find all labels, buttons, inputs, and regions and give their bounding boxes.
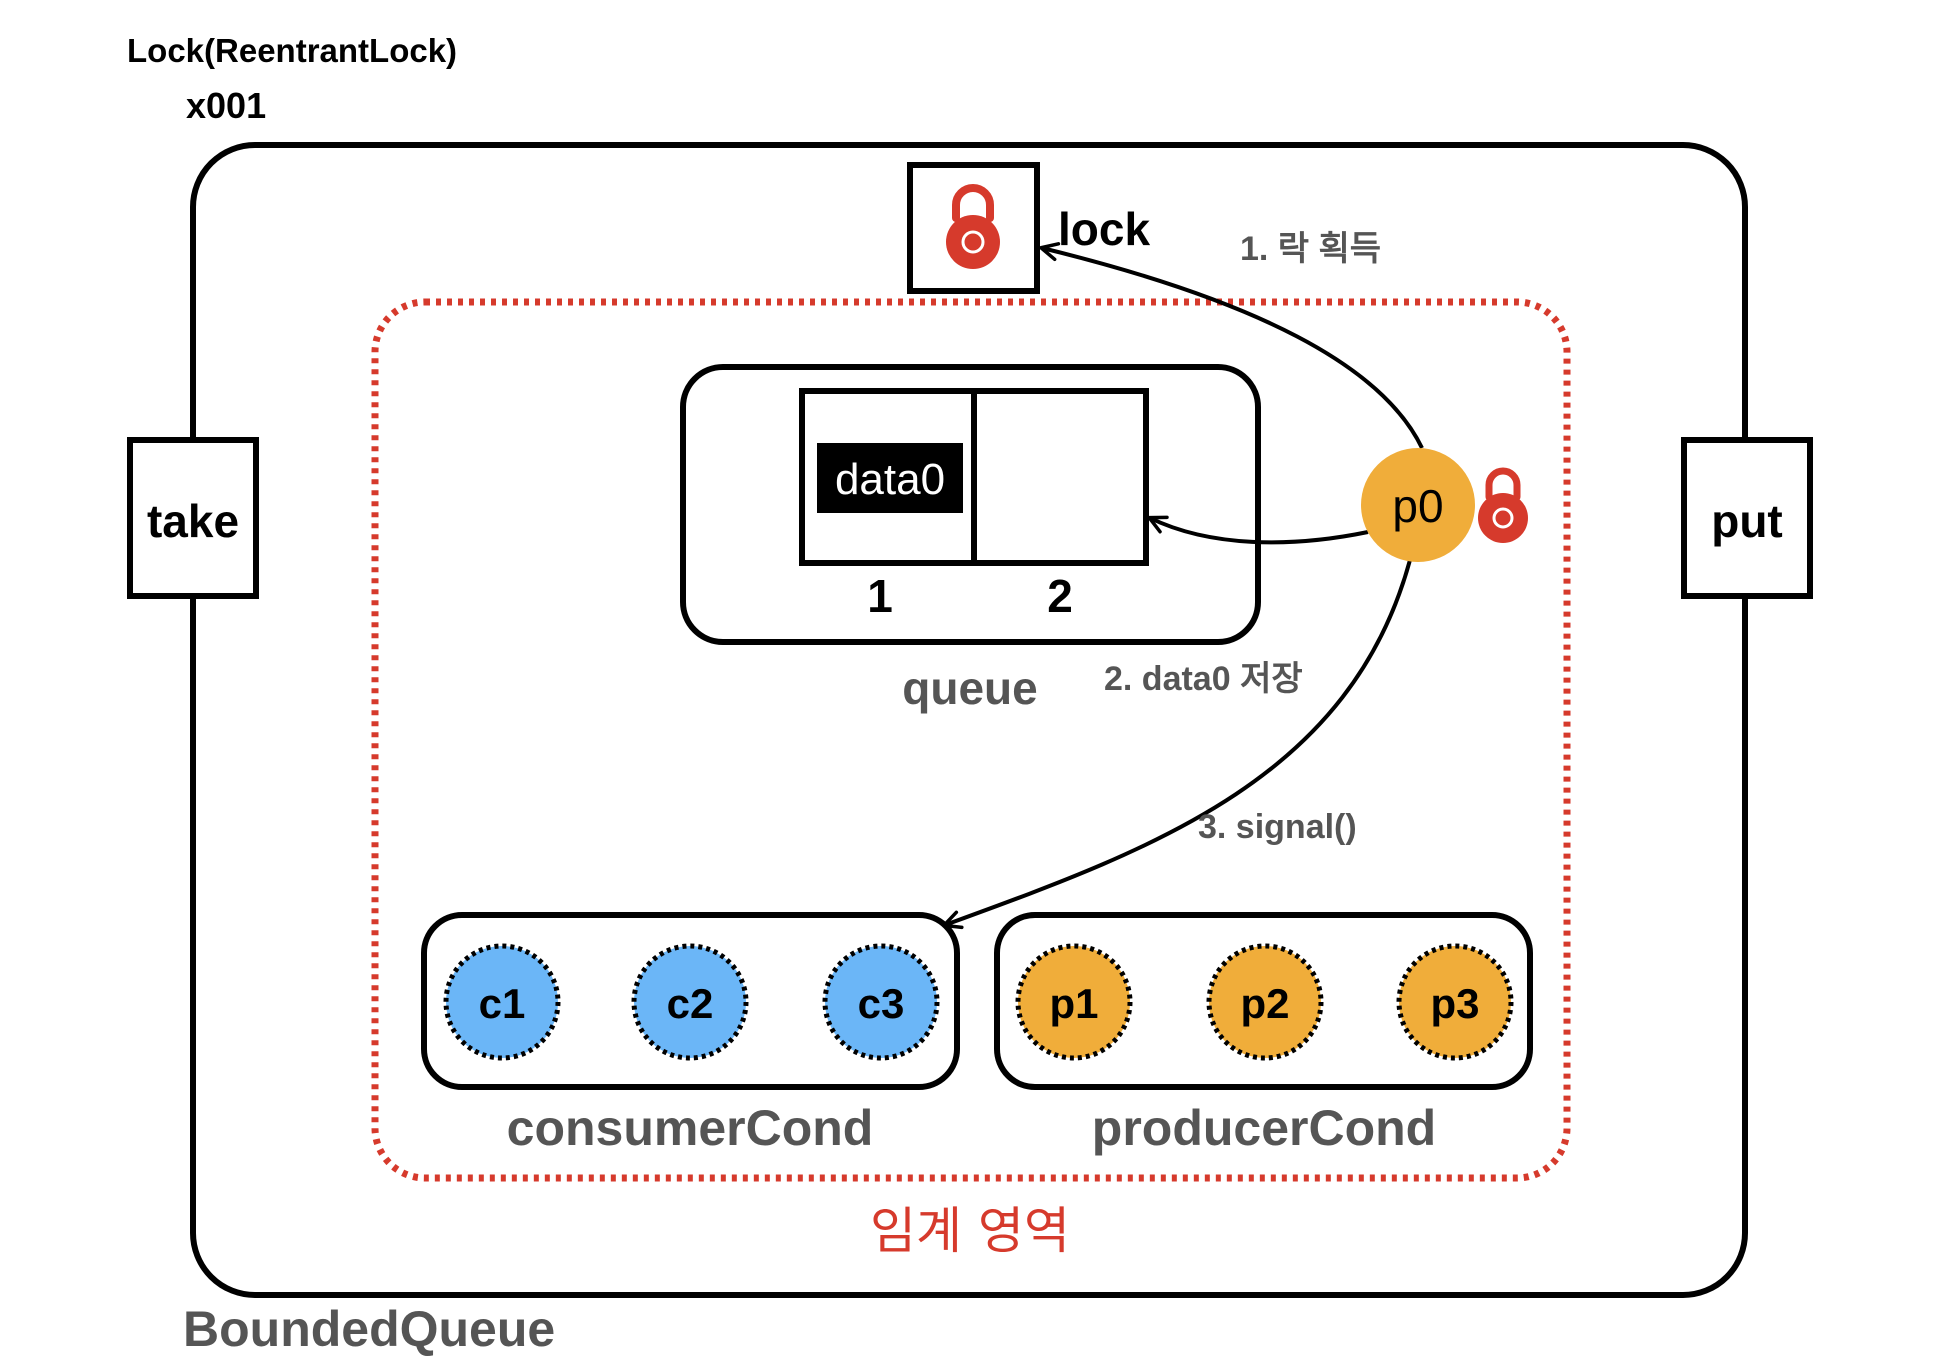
take-label: take (147, 495, 239, 547)
lock-type-label: Lock(ReentrantLock) (127, 32, 457, 69)
producer-thread-p2-label: p2 (1240, 980, 1289, 1027)
producer-thread-p3-label: p3 (1430, 980, 1479, 1027)
bounded-queue-box (190, 142, 1748, 1298)
critical-section-label: 임계 영역 (870, 1202, 1070, 1260)
bounded-queue-label: BoundedQueue (183, 1301, 555, 1357)
consumer-thread-c2-label: c2 (667, 980, 714, 1027)
consumer-thread-c1-label: c1 (479, 980, 526, 1027)
queue-slot-2-index: 2 (1047, 570, 1073, 622)
queue-slot-1: data0 1 (799, 388, 977, 622)
step-2-label: 2. data0 저장 (1104, 660, 1303, 698)
step-3-label: 3. signal() (1198, 808, 1357, 846)
producer-cond-box (994, 912, 1533, 1090)
arrow-signal (942, 559, 1412, 930)
data0-item (817, 443, 963, 513)
queue-slot-1-index: 1 (867, 570, 893, 622)
queue-label: queue (902, 662, 1037, 714)
producer-thread-p3: p3 (1396, 943, 1514, 1061)
consumer-thread-c3: c3 (822, 943, 940, 1061)
padlock-icon (1478, 467, 1528, 543)
lock-box (907, 162, 1040, 294)
producer-thread-p0-label: p0 (1392, 480, 1443, 532)
put-method-box[interactable]: put (1681, 437, 1813, 599)
consumer-thread-c3-label: c3 (858, 980, 905, 1027)
step-1-label: 1. 락 획득 (1240, 230, 1381, 268)
take-method-box[interactable]: take (127, 437, 259, 599)
queue-slot-2: 2 (971, 388, 1149, 622)
queue-slot-1-value: data0 (835, 455, 945, 504)
consumer-cond-label: consumerCond (507, 1100, 874, 1156)
consumer-cond-box (421, 912, 960, 1090)
producer-thread-p1: p1 (1015, 943, 1133, 1061)
queue-container (680, 364, 1261, 645)
producer-thread-p0: p0 (1361, 448, 1475, 562)
arrow-store-data (1147, 515, 1369, 545)
consumer-thread-c2: c2 (631, 943, 749, 1061)
padlock-icon (946, 184, 1000, 269)
put-label: put (1711, 495, 1783, 547)
producer-thread-p2: p2 (1206, 943, 1324, 1061)
consumer-thread-c1: c1 (443, 943, 561, 1061)
producer-cond-label: producerCond (1092, 1100, 1436, 1156)
producer-thread-p1-label: p1 (1049, 980, 1098, 1027)
lock-label: lock (1058, 203, 1150, 255)
lock-ref-label: x001 (186, 85, 266, 126)
arrow-acquire-lock (1039, 242, 1424, 449)
